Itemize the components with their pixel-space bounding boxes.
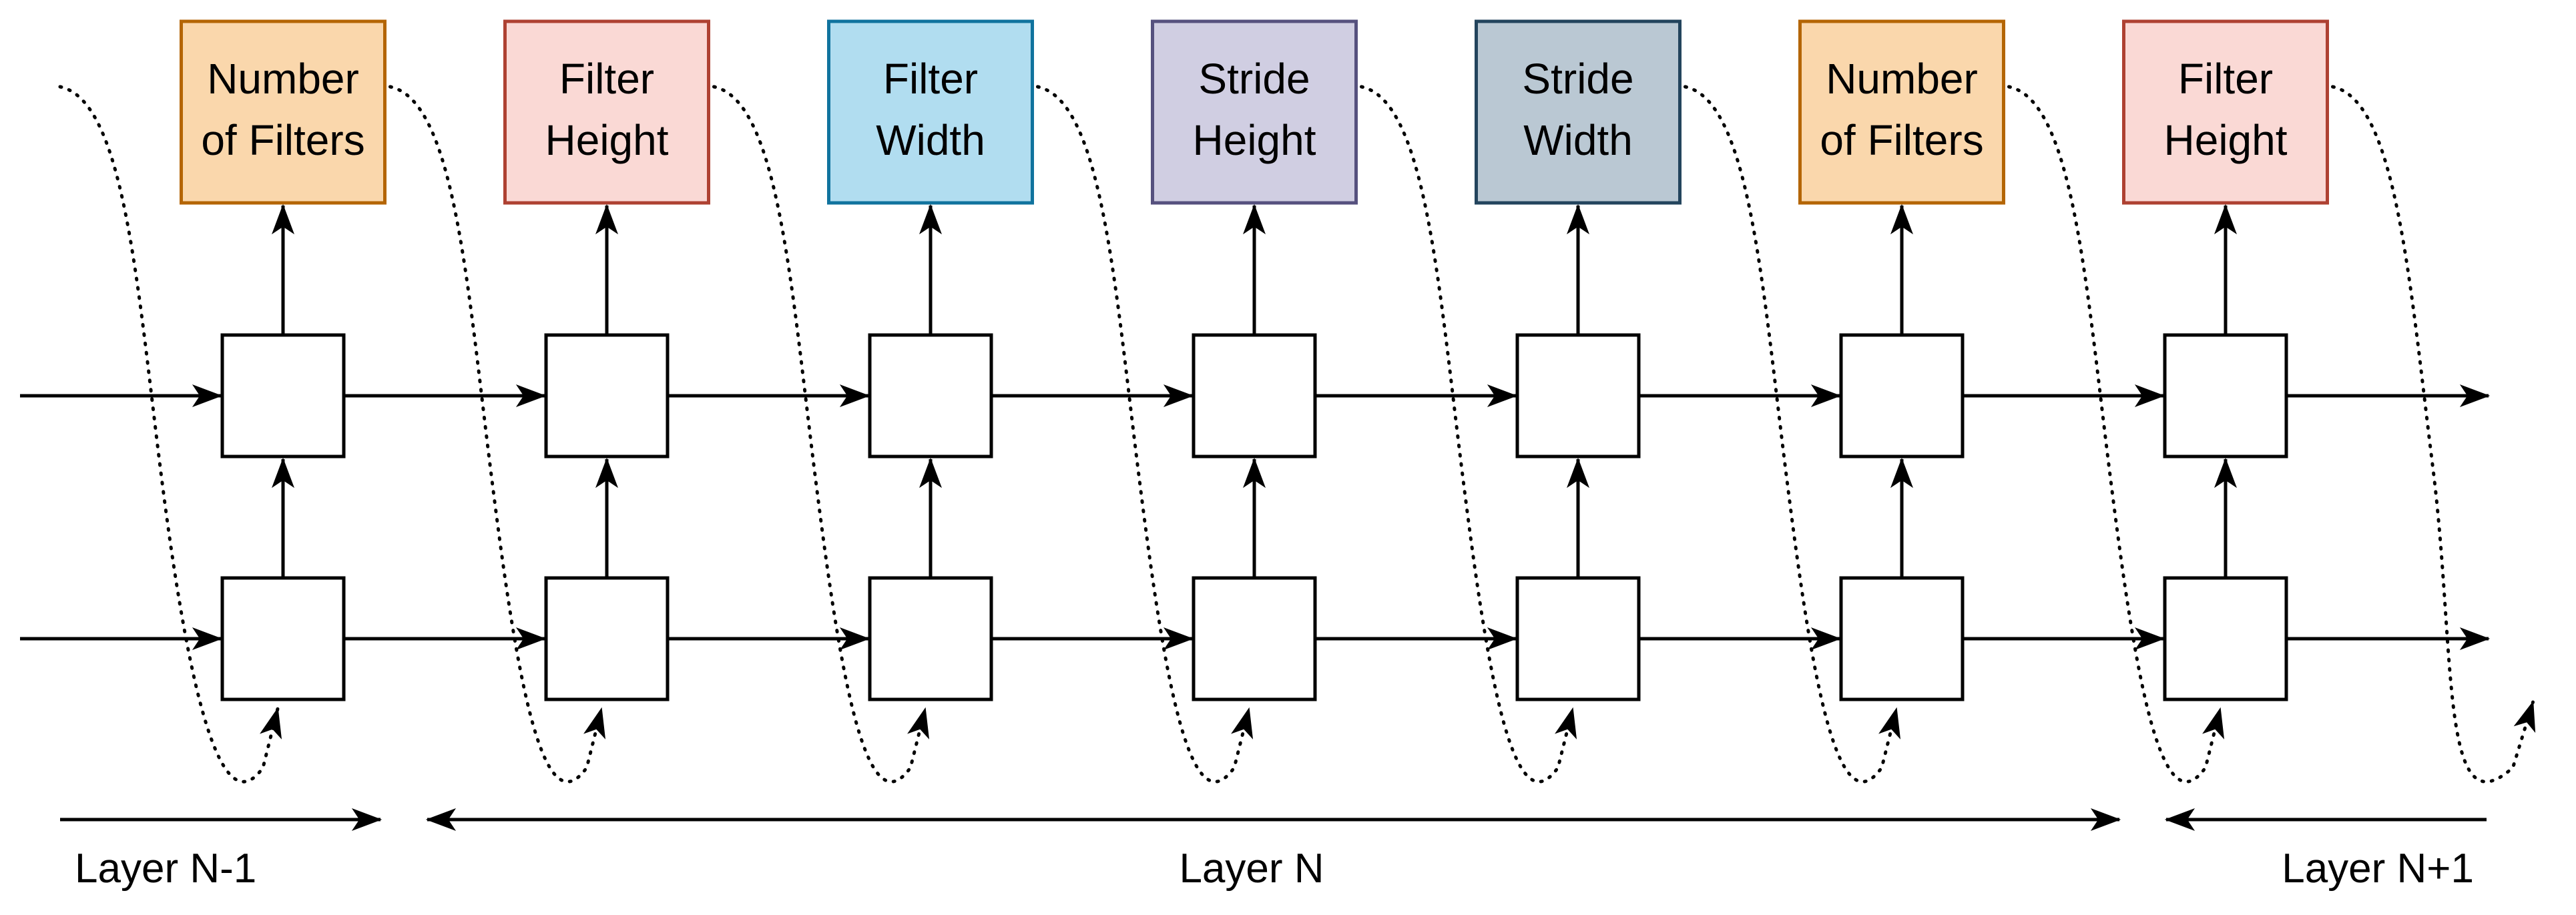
hyperparameter-box (827, 19, 1034, 205)
top-lstm-cell (868, 333, 993, 459)
feedback-dotted-arrow (712, 85, 930, 784)
bottom-lstm-cell (1839, 576, 1965, 701)
feedback-dotted-arrow (389, 85, 606, 784)
hyperparameter-box (2122, 19, 2329, 205)
hyperparameter-label-line: Stride (1198, 55, 1310, 103)
hyperparameter-box (1798, 19, 2005, 205)
hyperparameter-box (503, 19, 710, 205)
hyperparameter-label-line: Height (545, 116, 669, 164)
hyperparameter-label-line: Number (207, 55, 359, 103)
bottom-lstm-cell (1515, 576, 1641, 701)
bottom-lstm-cell (220, 576, 346, 701)
controller-step-1: Number of Filters (20, 19, 387, 784)
hyperparameter-label-line: Stride (1522, 55, 1633, 103)
hyperparameter-label-line: Filter (559, 55, 654, 103)
feedback-dotted-arrow (1684, 85, 1901, 784)
feedback-dotted-arrow (58, 85, 282, 784)
top-lstm-cell (1515, 333, 1641, 459)
bottom-lstm-cell (868, 576, 993, 701)
top-lstm-cell (2163, 333, 2288, 459)
feedback-dotted-arrow (1036, 85, 1254, 784)
hyperparameter-label-line: of Filters (201, 116, 364, 164)
top-lstm-cell (1839, 333, 1965, 459)
top-lstm-cell (1192, 333, 1317, 459)
feedback-dotted-arrow-exit (2331, 85, 2536, 784)
hyperparameter-box (180, 19, 387, 205)
hyperparameter-label-line: of Filters (1820, 116, 1983, 164)
bottom-lstm-cell (1192, 576, 1317, 701)
layer-n-plus-1-label: Layer N+1 (2282, 846, 2474, 892)
hyperparameter-label-line: Width (1523, 116, 1633, 164)
bottom-lstm-cell (2163, 576, 2288, 701)
controller-step-6: Number of Filters (1639, 19, 2005, 784)
hyperparameter-label-line: Height (2164, 116, 2288, 164)
hyperparameter-label-line: Filter (2178, 55, 2273, 103)
hyperparameter-box (1475, 19, 1682, 205)
hyperparameter-label-line: Height (1193, 116, 1316, 164)
top-lstm-cell (220, 333, 346, 459)
top-lstm-cell (544, 333, 670, 459)
layer-n-label: Layer N (1179, 846, 1324, 892)
hyperparameter-label-line: Width (876, 116, 985, 164)
feedback-dotted-arrow (2007, 85, 2225, 784)
feedback-dotted-arrow (1360, 85, 1577, 784)
hyperparameter-label-line: Filter (883, 55, 978, 103)
hyperparameter-box (1151, 19, 1358, 205)
layer-n-minus-1-label: Layer N-1 (75, 846, 256, 892)
bottom-lstm-cell (544, 576, 670, 701)
hyperparameter-label-line: Number (1826, 55, 1978, 103)
